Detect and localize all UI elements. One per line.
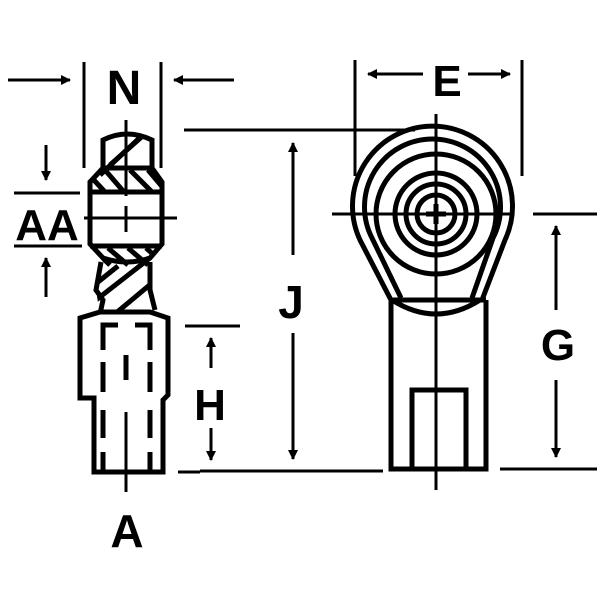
ball-housing-section [84,120,177,315]
label-n: N [107,62,142,115]
front-shank [388,300,489,472]
label-aa: AA [15,201,79,250]
rod-end-eye [350,123,515,317]
front-view: E G [332,57,597,490]
dimension-e: E [353,57,524,176]
side-view: N AA [8,62,240,557]
dimension-g: G [500,212,597,471]
dimension-aa: AA [14,145,82,297]
label-h: H [194,381,226,430]
dimension-h: H [178,324,240,474]
dimension-n: N [8,62,234,168]
label-e: E [432,57,461,106]
label-g: G [541,321,575,370]
dimension-j: J [184,128,415,473]
label-j: J [278,276,304,328]
label-a: A [110,505,143,557]
shank-body [77,309,171,492]
